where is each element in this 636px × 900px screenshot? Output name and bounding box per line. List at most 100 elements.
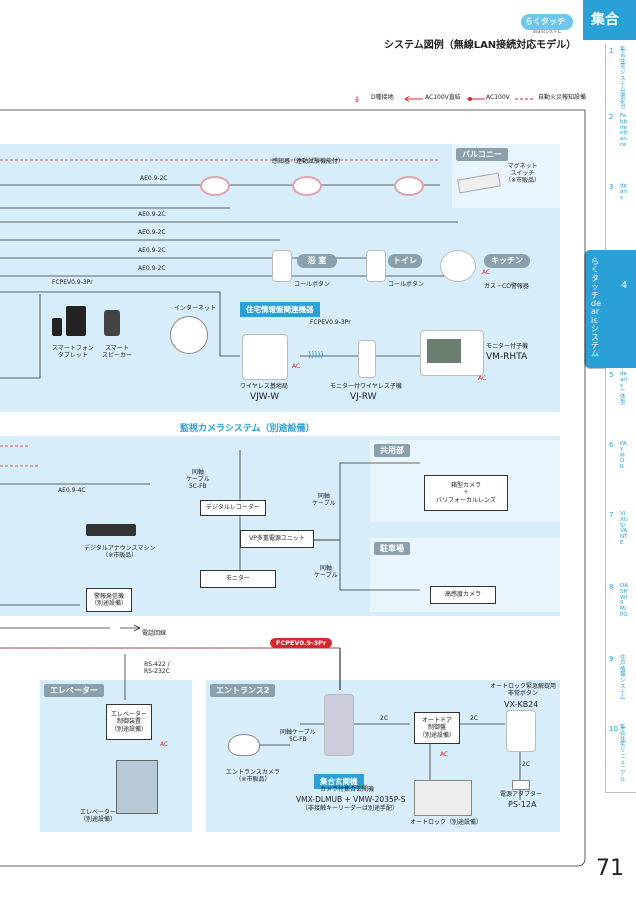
- rs-cable-label: RS-422 / RS-232C: [144, 661, 170, 675]
- logo-badge: [521, 14, 573, 30]
- elevator-label: エレベーター （別途設備）: [80, 809, 117, 823]
- wireless-base-icon: [242, 334, 288, 380]
- power-adapter-label: 電源アダプター: [500, 791, 543, 798]
- entrance-unit-title: 集合玄関機: [314, 774, 364, 789]
- phone-line-label: 電話回線: [142, 630, 167, 637]
- auto-lock-label: オートロック（別途設備）: [410, 819, 483, 826]
- monitor-screen: [427, 339, 461, 363]
- legend-ac: AC100V: [486, 94, 510, 101]
- ac-monitor: AC: [478, 375, 487, 382]
- ac-elevator: AC: [160, 741, 169, 748]
- monitor-box: モニター: [200, 570, 276, 588]
- logo-sub: dearisシステム: [533, 29, 562, 34]
- legend-fire: 自動火災報知設備: [538, 94, 587, 101]
- announce-machine-icon: [86, 524, 136, 536]
- gas-alarm-icon: [440, 250, 476, 282]
- entrance2-title: エントランス2: [210, 684, 276, 697]
- internet-globe-icon: [170, 316, 208, 354]
- camera-system-title: 監視カメラシステム（別途設備）: [180, 424, 315, 434]
- coax-4-label: 同軸ケーブル 5C-FB: [280, 729, 316, 743]
- smart-speaker-label: スマート スピーカー: [102, 345, 133, 359]
- elevator-control-box: エレベーター 制御装置 （別途設備）: [106, 704, 152, 740]
- fcpev-mid-label: FCPEV0.9-3Pr: [310, 319, 351, 326]
- internet-label: インターネット: [174, 305, 217, 312]
- parking-title: 駐車場: [374, 542, 410, 555]
- power-adapter-model: PS-12A: [508, 800, 537, 809]
- smart-speaker-icon: [104, 310, 120, 336]
- logo: らくタッチ dearisシステム: [521, 14, 573, 36]
- wireless-signal: ))))): [308, 350, 324, 359]
- entrance-unit-icon: [324, 694, 354, 756]
- legend-ac-direct: AC100V直結: [425, 94, 461, 101]
- wireless-handset-model: VJ-RW: [350, 392, 377, 402]
- fcpev-bottom-label: FCPEV0.9-3Pr: [270, 638, 333, 648]
- cable-ae-5: AE0.9-2C: [138, 265, 166, 272]
- announce-machine-label: デジタルアナウンスマシン （※市販品）: [84, 545, 156, 559]
- hd-camera-box: 高感度カメラ: [430, 586, 496, 604]
- tab-4-active[interactable]: 4 らくタッチdearisシステム: [584, 250, 636, 369]
- entrance-unit-note: （非接触キーリーダーは別途手配）: [302, 805, 399, 812]
- auto-lock-icon: [414, 780, 472, 816]
- smoke-sensor-3: [394, 176, 424, 196]
- legend: D種接地 AC100V直結 AC100V 自動火災報知設備: [355, 94, 586, 104]
- emergency-model: VX-KB24: [504, 700, 539, 709]
- legend-earth: D種接地: [371, 94, 394, 101]
- wireless-handset-label: モニター付ワイヤレス子機: [330, 383, 402, 390]
- alarm-sender-box: 警報発信機 （別途設備）: [86, 588, 132, 612]
- emergency-button-icon: [506, 710, 536, 752]
- cable-ae-3: AE0.9-2C: [138, 229, 166, 236]
- wireless-base-label: ワイヤレス基地局: [240, 383, 288, 390]
- page-number: 71: [596, 856, 624, 881]
- ac-auto-door: AC: [440, 751, 449, 758]
- emergency-label: オートロック緊急解錠用 非常ボタン: [490, 683, 557, 697]
- category-badge: 集合: [583, 0, 636, 40]
- elevator-title: エレベーター: [44, 684, 104, 697]
- smoke-sensor-1: [200, 176, 230, 196]
- ac-housing: AC: [292, 363, 301, 370]
- auto-door-box: オートドア 制御盤 （別途設備）: [414, 712, 460, 744]
- fcpev-top-label: FCPEV0.9-3Pr: [52, 279, 93, 286]
- wireless-handset-icon: [358, 340, 376, 378]
- entrance-camera-label: エントランスカメラ （※市販品）: [226, 769, 280, 783]
- call-button-toilet-icon: [366, 250, 386, 282]
- wiring: [0, 159, 521, 800]
- cable-2c-1: 2C: [380, 715, 389, 722]
- sensor-label: 感知器（連動試験機能付）: [272, 158, 345, 165]
- cable-2c-3: 2C: [522, 761, 531, 768]
- entrance2-panel: [206, 680, 560, 832]
- cable-ae4c: AE0.9-4C: [58, 487, 86, 494]
- coax-2-label: 同軸 ケーブル: [312, 493, 336, 507]
- entrance-unit-model: VMX-DLMUB + VMW-2035P-S: [296, 795, 406, 804]
- call-button-label-1: コールボタン: [294, 281, 331, 288]
- smartphone-icon: [52, 318, 62, 336]
- ac-kitchen: AC: [482, 269, 491, 276]
- tab-1[interactable]: 1集合住宅システム選定ガイド: [605, 44, 636, 122]
- monitor-unit-label: モニター付子機: [486, 343, 529, 350]
- toilet-label: トイレ: [388, 254, 422, 268]
- logo-text: らくタッチ: [525, 17, 565, 26]
- cable-ae-4: AE0.9-2C: [138, 247, 166, 254]
- monitor-unit-icon: [420, 330, 484, 376]
- entrance-camera-icon: [228, 734, 260, 756]
- page-frame: [0, 109, 586, 867]
- cable-ae-2: AE0.9-2C: [138, 211, 166, 218]
- page-title: システム図例（無線LAN接続対応モデル）: [384, 40, 577, 51]
- housing-panel-title: 住宅情報盤関連機器: [240, 302, 320, 317]
- call-button-label-2: コールボタン: [388, 281, 425, 288]
- kitchen-label: キッチン: [484, 254, 530, 268]
- call-button-bath-icon: [272, 250, 292, 282]
- category-label: 集合: [591, 12, 619, 28]
- smartphone-label: スマートフォン タブレット: [52, 345, 94, 359]
- cable-ae-1: AE0.9-2C: [140, 175, 168, 182]
- elevator-icon: [116, 760, 158, 814]
- wireless-base-model: VJW-W: [250, 392, 280, 402]
